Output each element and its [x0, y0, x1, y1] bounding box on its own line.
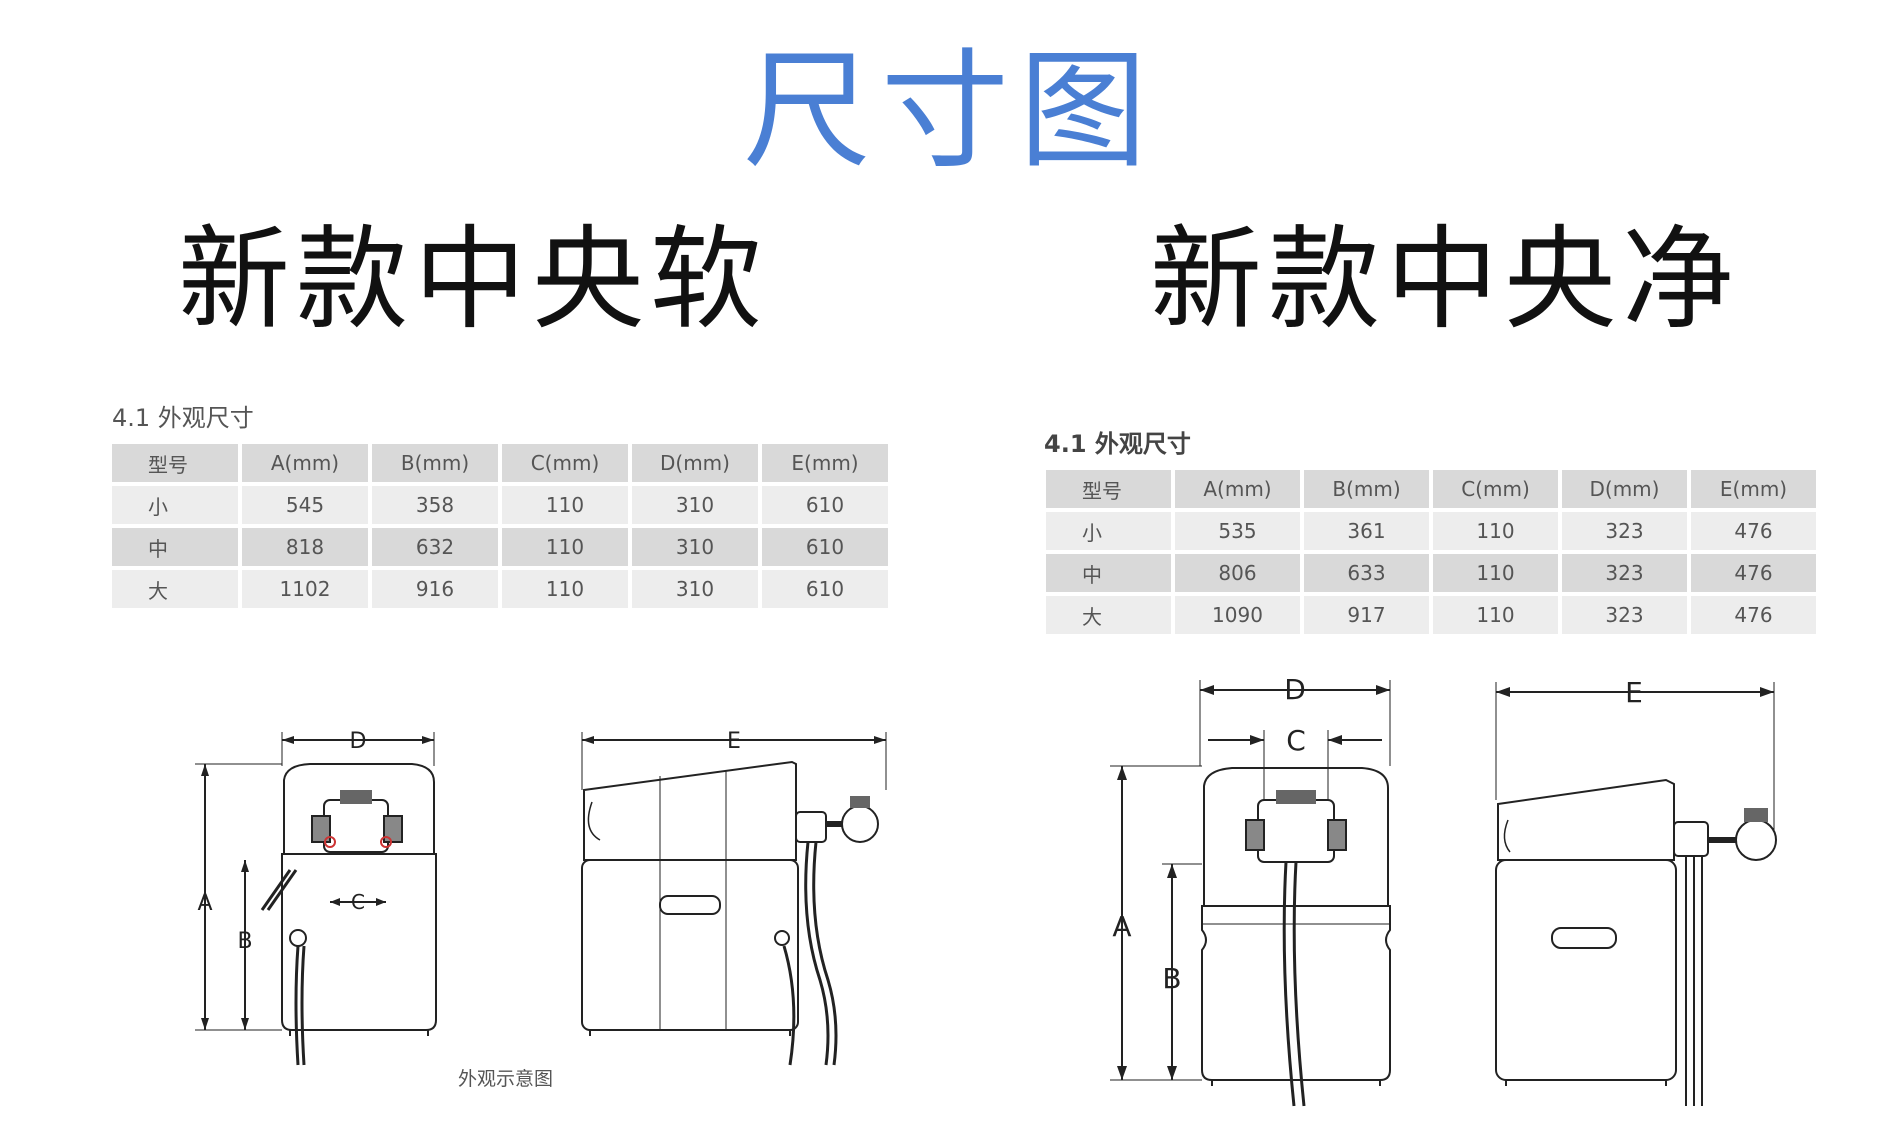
table-cell: 310	[632, 570, 758, 608]
column-header: C(mm)	[502, 444, 628, 482]
left-dimension-table: 型号 A(mm) B(mm) C(mm) D(mm) E(mm) 小 545 3…	[108, 440, 892, 612]
table-header-row: 型号 A(mm) B(mm) C(mm) D(mm) E(mm)	[1046, 470, 1816, 508]
table-cell: 323	[1562, 596, 1687, 634]
table-cell: 916	[372, 570, 498, 608]
table-row: 小 545 358 110 310 610	[112, 486, 888, 524]
right-dimension-table: 型号 A(mm) B(mm) C(mm) D(mm) E(mm) 小 535 3…	[1042, 466, 1820, 638]
table-row: 大 1090 917 110 323 476	[1046, 596, 1816, 634]
table-cell: 323	[1562, 512, 1687, 550]
column-header: C(mm)	[1433, 470, 1558, 508]
table-cell: 361	[1304, 512, 1429, 550]
column-header: D(mm)	[1562, 470, 1687, 508]
left-side-view-drawing: E	[570, 720, 900, 1070]
column-header: E(mm)	[762, 444, 888, 482]
table-cell: 中	[112, 528, 238, 566]
table-cell: 323	[1562, 554, 1687, 592]
left-product-title: 新款中央软	[178, 215, 768, 345]
table-cell: 545	[242, 486, 368, 524]
dim-label-a: A	[197, 891, 212, 916]
right-product-title: 新款中央净	[1150, 215, 1740, 345]
table-cell: 476	[1691, 554, 1816, 592]
table-cell: 610	[762, 570, 888, 608]
column-header: E(mm)	[1691, 470, 1816, 508]
right-front-view-drawing: D C A B	[1100, 670, 1400, 1110]
table-cell: 917	[1304, 596, 1429, 634]
table-cell: 310	[632, 486, 758, 524]
table-cell: 110	[502, 486, 628, 524]
table-cell: 大	[1046, 596, 1171, 634]
right-section-label: 4.1 外观尺寸	[1044, 430, 1191, 458]
table-row: 中 806 633 110 323 476	[1046, 554, 1816, 592]
table-cell: 1102	[242, 570, 368, 608]
dim-label-d: D	[1284, 673, 1306, 706]
dim-label-e: E	[727, 729, 741, 754]
right-side-view-drawing: E	[1486, 670, 1786, 1110]
table-cell: 633	[1304, 554, 1429, 592]
table-row: 大 1102 916 110 310 610	[112, 570, 888, 608]
table-cell: 110	[502, 570, 628, 608]
table-cell: 110	[1433, 512, 1558, 550]
table-cell: 476	[1691, 596, 1816, 634]
table-row: 中 818 632 110 310 610	[112, 528, 888, 566]
table-cell: 818	[242, 528, 368, 566]
column-header: A(mm)	[242, 444, 368, 482]
table-cell: 小	[1046, 512, 1171, 550]
table-row: 小 535 361 110 323 476	[1046, 512, 1816, 550]
left-section-label: 4.1 外观尺寸	[112, 404, 254, 432]
dim-label-d: D	[350, 729, 367, 754]
table-cell: 535	[1175, 512, 1300, 550]
table-cell: 110	[502, 528, 628, 566]
table-cell: 110	[1433, 554, 1558, 592]
table-cell: 大	[112, 570, 238, 608]
table-cell: 中	[1046, 554, 1171, 592]
column-header: D(mm)	[632, 444, 758, 482]
dim-label-c: C	[351, 890, 365, 914]
table-cell: 476	[1691, 512, 1816, 550]
dim-label-c: C	[1286, 724, 1306, 757]
table-cell: 小	[112, 486, 238, 524]
table-cell: 1090	[1175, 596, 1300, 634]
column-header: 型号	[1046, 470, 1171, 508]
column-header: B(mm)	[372, 444, 498, 482]
column-header: A(mm)	[1175, 470, 1300, 508]
dim-label-b: B	[237, 929, 252, 954]
dim-label-b: B	[1162, 962, 1181, 995]
dim-label-a: A	[1112, 910, 1131, 943]
table-cell: 110	[1433, 596, 1558, 634]
table-cell: 632	[372, 528, 498, 566]
column-header: B(mm)	[1304, 470, 1429, 508]
left-front-view-drawing: D A B C	[190, 720, 450, 1070]
table-cell: 806	[1175, 554, 1300, 592]
page-title: 尺寸图	[742, 37, 1157, 186]
table-header-row: 型号 A(mm) B(mm) C(mm) D(mm) E(mm)	[112, 444, 888, 482]
table-cell: 610	[762, 486, 888, 524]
table-cell: 358	[372, 486, 498, 524]
table-cell: 310	[632, 528, 758, 566]
table-cell: 610	[762, 528, 888, 566]
dim-label-e: E	[1625, 676, 1643, 709]
drawing-caption: 外观示意图	[458, 1068, 554, 1090]
column-header: 型号	[112, 444, 238, 482]
